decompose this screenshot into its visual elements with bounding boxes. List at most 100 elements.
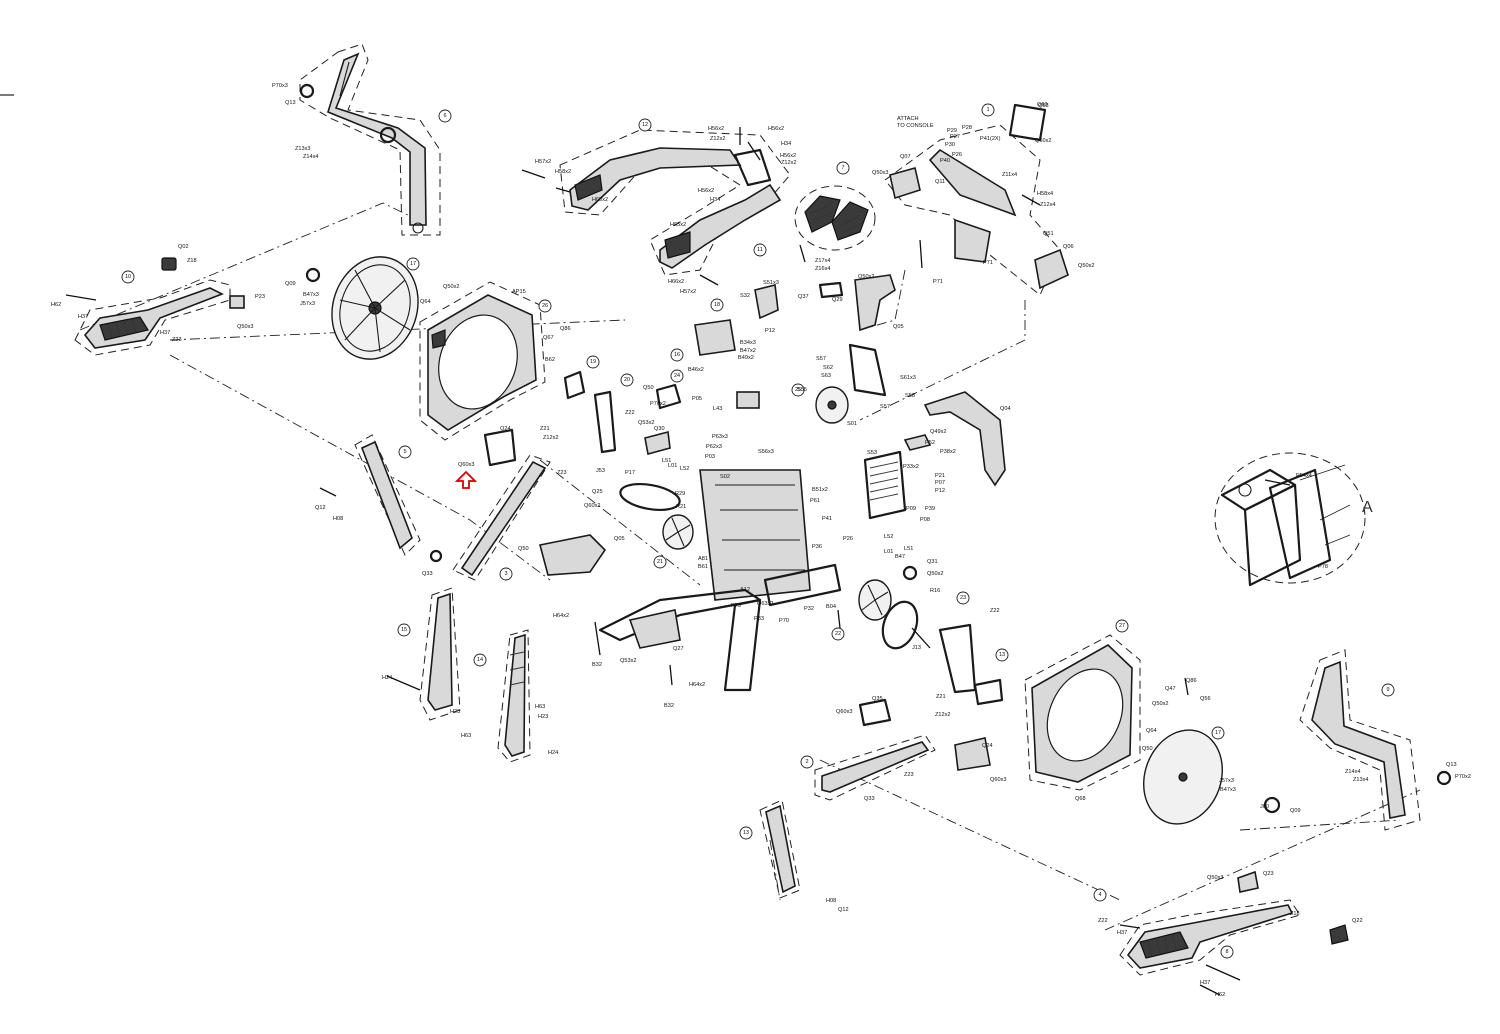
- part-label: Z12x2: [710, 136, 726, 142]
- part-label: Q50x2: [1078, 263, 1094, 269]
- part-label: Q50: [1142, 746, 1153, 752]
- part-label: Q13: [285, 100, 296, 106]
- part-label: P32: [804, 606, 814, 612]
- electronics-box: [863, 434, 932, 520]
- svg-text:6: 6: [443, 113, 446, 119]
- part-label: Z22: [990, 608, 1000, 614]
- callout-25: 22: [831, 627, 845, 641]
- part-label: Z23: [904, 772, 914, 778]
- part-label: P70x2: [650, 401, 666, 407]
- upper-arm-right: [1299, 649, 1452, 831]
- part-label: S55: [797, 387, 807, 393]
- fastener-group: [65, 127, 1291, 996]
- part-label: Q23: [1263, 871, 1274, 877]
- callout-22: 19: [586, 355, 600, 369]
- part-label: Q69: [1037, 102, 1048, 108]
- part-label: Z23: [172, 337, 182, 343]
- part-label: B49x2: [738, 355, 754, 361]
- svg-text:13: 13: [999, 652, 1005, 658]
- part-label: Q64: [1146, 728, 1157, 734]
- part-label: Q04: [1000, 406, 1011, 412]
- detail-view-a: A: [1214, 452, 1373, 587]
- callout-17: 17: [406, 257, 420, 271]
- part-label: P39: [925, 506, 935, 512]
- part-label: R29: [675, 491, 685, 497]
- part-label: S63: [821, 373, 831, 379]
- part-label: Z21: [936, 694, 946, 700]
- part-label: Z11x4: [1002, 172, 1017, 178]
- side-cover-left: [419, 281, 546, 441]
- part-label: Q31: [927, 559, 938, 565]
- part-label: Q30: [654, 426, 665, 432]
- part-label: P08: [920, 517, 930, 523]
- part-label: H63: [461, 733, 471, 739]
- callout-5: 5: [398, 445, 412, 459]
- part-label: Q60x2: [1035, 138, 1051, 144]
- part-label: Q25: [592, 489, 603, 495]
- part-label: Q53x2: [620, 658, 636, 664]
- part-label: Q33: [864, 796, 875, 802]
- callout-10: 10: [121, 270, 135, 284]
- lower-link-left: [354, 428, 607, 581]
- part-label: H24: [548, 750, 558, 756]
- part-label: Z14x4: [1345, 769, 1361, 775]
- callout-1: 1: [981, 103, 995, 117]
- part-label: L51: [904, 546, 913, 552]
- callout-28: 25: [791, 383, 805, 397]
- part-label: Z17x4: [815, 258, 831, 264]
- part-label: Q53x2: [638, 420, 654, 426]
- part-label: P05: [692, 396, 702, 402]
- callout-6: 6: [438, 109, 452, 123]
- part-label: H62: [51, 302, 61, 308]
- part-label: Z14x4: [303, 154, 319, 160]
- part-label: Z21: [540, 426, 550, 432]
- part-label: P21: [935, 473, 945, 479]
- part-label: Q60x2: [584, 503, 600, 509]
- part-label: TO CONSOLE: [897, 123, 934, 129]
- part-label: Q86: [1186, 678, 1197, 684]
- part-label: P78: [1318, 564, 1328, 570]
- svg-text:21: 21: [657, 559, 663, 565]
- part-label: S62: [823, 365, 833, 371]
- part-label: P30: [945, 142, 955, 148]
- part-label: P33: [754, 616, 764, 622]
- part-label: B47x3: [303, 292, 319, 298]
- svg-text:17: 17: [1215, 730, 1221, 736]
- part-label: J57x3: [1219, 778, 1234, 784]
- pedal-arm-right: [1119, 870, 1349, 976]
- callout-2: 2: [800, 755, 814, 769]
- svg-text:14: 14: [477, 657, 483, 663]
- svg-text:20: 20: [624, 377, 630, 383]
- svg-text:2: 2: [805, 759, 808, 765]
- part-label: Q60x3: [990, 777, 1006, 783]
- side-cover-right: [1024, 634, 1141, 791]
- part-label: P41: [822, 516, 832, 522]
- callout-20: 27: [1115, 619, 1129, 633]
- part-label: Q24: [500, 426, 511, 432]
- part-label: H23: [538, 714, 548, 720]
- part-label: B47x3: [1220, 787, 1236, 793]
- svg-text:4: 4: [1098, 892, 1101, 898]
- part-label: H34: [710, 197, 720, 203]
- part-label: P09: [906, 506, 916, 512]
- part-label: J13: [912, 645, 921, 651]
- part-label: H56x2: [698, 188, 714, 194]
- part-label: L01: [884, 549, 893, 555]
- part-label: H56x2: [768, 126, 784, 132]
- callout-13: 13: [995, 648, 1009, 662]
- part-label: P63x3: [712, 434, 728, 440]
- part-labels: P70x3 Q13 Z13x3 Z14x4 H56x2 Z12x2 H57x2 …: [51, 83, 1471, 998]
- part-label: H64x2: [553, 613, 569, 619]
- part-label: P26: [952, 152, 962, 158]
- part-label: Z12x2: [781, 160, 797, 166]
- svg-text:3: 3: [504, 571, 507, 577]
- svg-text:5: 5: [403, 449, 406, 455]
- svg-text:25: 25: [795, 387, 801, 393]
- callout-bubbles: 1 2 3 4 5 6 7 8 9 10 11 12 13 14 15 16 1…: [121, 103, 1395, 959]
- part-label: A12: [740, 587, 750, 593]
- callout-26: 23: [956, 591, 970, 605]
- part-label: B32: [664, 703, 674, 709]
- part-label: AP15: [512, 289, 526, 295]
- part-label: Z12x2: [935, 712, 951, 718]
